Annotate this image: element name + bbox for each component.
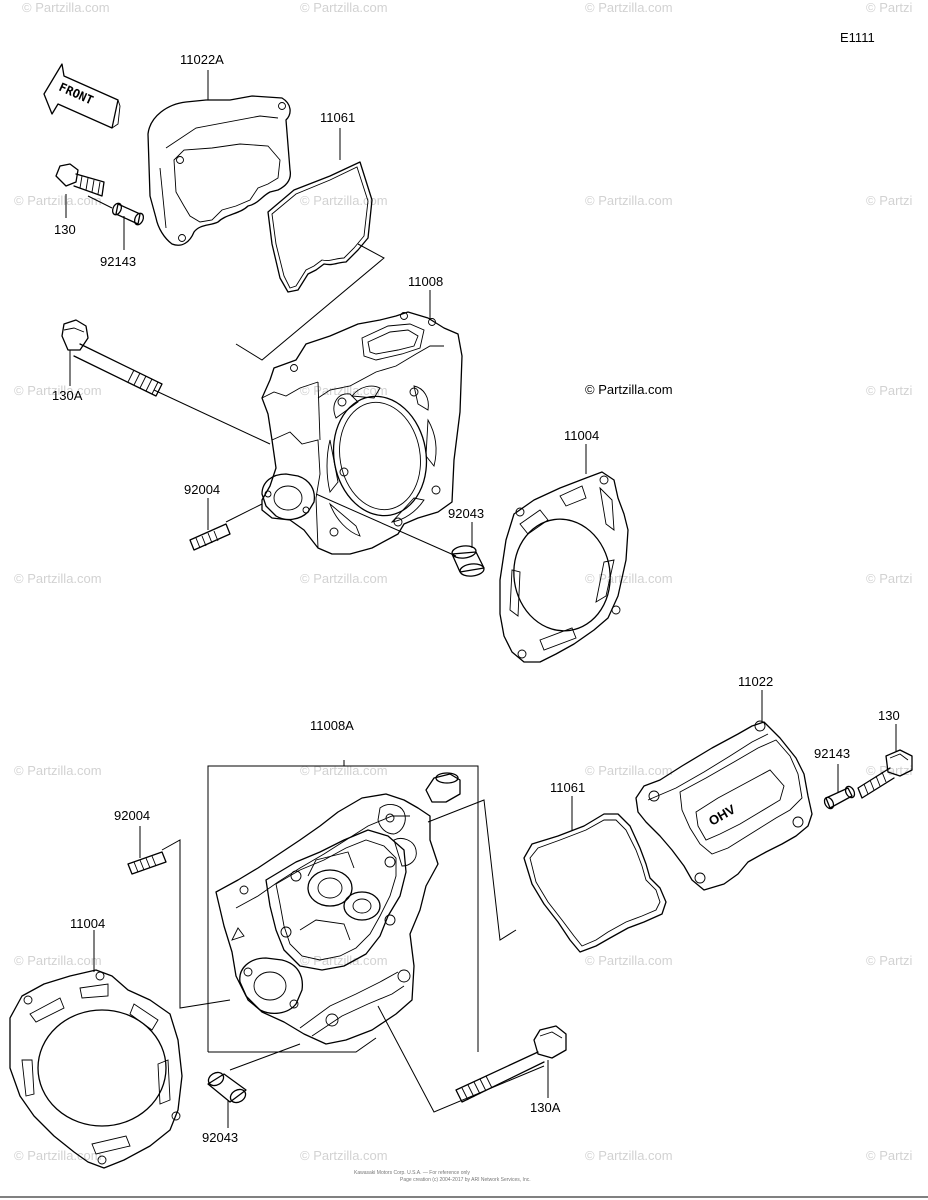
part-label: 11022 xyxy=(738,674,773,689)
cylinder-head-cover-top xyxy=(147,95,292,246)
part-label: 130 xyxy=(54,222,76,237)
watermark-layer: © Partzilla.com © Partzilla.com © Partzi… xyxy=(14,0,913,1163)
front-arrow-icon: FRONT xyxy=(43,63,121,129)
dowel-pin-92043-bottom xyxy=(207,1071,247,1104)
brand-notice: © Partzilla.com xyxy=(585,382,673,397)
footer-line-2: Page creation (c) 2004-2017 by ARI Netwo… xyxy=(400,1177,531,1183)
watermark: © Partzilla.com xyxy=(14,1148,102,1163)
head-gasket-top xyxy=(499,471,629,663)
part-label: 11061 xyxy=(550,780,585,795)
part-label: 130 xyxy=(878,708,900,723)
part-label: 92004 xyxy=(114,808,150,823)
watermark: © Partzi xyxy=(866,383,913,398)
part-label: 92043 xyxy=(202,1130,238,1145)
cylinder-head-cover-bottom: OHV xyxy=(635,720,813,891)
watermark: © Partzilla.com xyxy=(300,571,388,586)
leader-lines-top xyxy=(65,70,587,557)
watermark: © Partzilla.com xyxy=(14,953,102,968)
watermark: © Partzilla.com xyxy=(14,763,102,778)
part-label: 130A xyxy=(530,1100,561,1115)
watermark: © Partzilla.com xyxy=(585,1148,673,1163)
watermark: © Partzilla.com xyxy=(300,0,388,15)
part-label: 92143 xyxy=(814,746,850,761)
watermark: © Partzilla.com xyxy=(585,193,673,208)
watermark: © Partzilla.com xyxy=(585,953,673,968)
watermark: © Partzi xyxy=(866,571,913,586)
watermark: © Partzi xyxy=(866,763,913,778)
part-label: 92043 xyxy=(448,506,484,521)
head-cover-gasket-bottom xyxy=(523,813,667,953)
bracket-lines xyxy=(161,760,545,1113)
watermark: © Partzilla.com xyxy=(14,571,102,586)
watermark: © Partzi xyxy=(866,193,913,208)
watermark: © Partzilla.com xyxy=(14,383,102,398)
watermark: © Partzilla.com xyxy=(22,0,110,15)
watermark: © Partzilla.com xyxy=(300,763,388,778)
dowel-pin-92143-bottom xyxy=(823,785,856,810)
head-gasket-bottom xyxy=(9,969,183,1169)
watermark: © Partzilla.com xyxy=(300,953,388,968)
front-label: FRONT xyxy=(57,80,96,107)
watermark: © Partzilla.com xyxy=(585,763,673,778)
stud-92004-top xyxy=(189,523,231,551)
footer-line-1: Kawasaki Motors Corp. U.S.A. — For refer… xyxy=(354,1170,470,1176)
part-labels: 11022A 11061 130 92143 11008 130A 11004 … xyxy=(52,52,900,1145)
diagram-code: E1111 xyxy=(840,30,875,45)
part-label: 11008 xyxy=(408,274,443,289)
part-label: 130A xyxy=(52,388,83,403)
watermark: © Partzi xyxy=(866,1148,913,1163)
watermark: © Partzi xyxy=(866,953,913,968)
leader-lines-bottom xyxy=(93,690,897,1128)
cover-marking: OHV xyxy=(706,801,738,828)
dowel-pin-92043-top xyxy=(451,545,485,577)
bolt-130-bottom xyxy=(857,749,913,799)
watermark: © Partzi xyxy=(866,0,913,15)
watermark: © Partzilla.com xyxy=(585,571,673,586)
part-label: 11008A xyxy=(310,718,354,733)
part-label: 92004 xyxy=(184,482,220,497)
watermark: © Partzilla.com xyxy=(300,193,388,208)
bolt-130A-bottom xyxy=(455,1025,567,1103)
part-label: 11004 xyxy=(564,428,599,443)
cylinder-head-top xyxy=(261,311,463,555)
part-label: 11022A xyxy=(180,52,224,67)
part-label: 11004 xyxy=(70,916,105,931)
watermark: © Partzilla.com xyxy=(300,1148,388,1163)
part-label: 92143 xyxy=(100,254,136,269)
watermark: © Partzilla.com xyxy=(585,0,673,15)
bolt-130-top xyxy=(55,163,105,197)
dowel-pin-92143-top xyxy=(111,202,145,226)
watermark: © Partzilla.com xyxy=(14,193,102,208)
cylinder-head-bottom xyxy=(215,772,461,1045)
stud-92004-bottom xyxy=(127,851,167,875)
head-cover-gasket-top xyxy=(267,161,373,293)
part-label: 11061 xyxy=(320,110,355,125)
